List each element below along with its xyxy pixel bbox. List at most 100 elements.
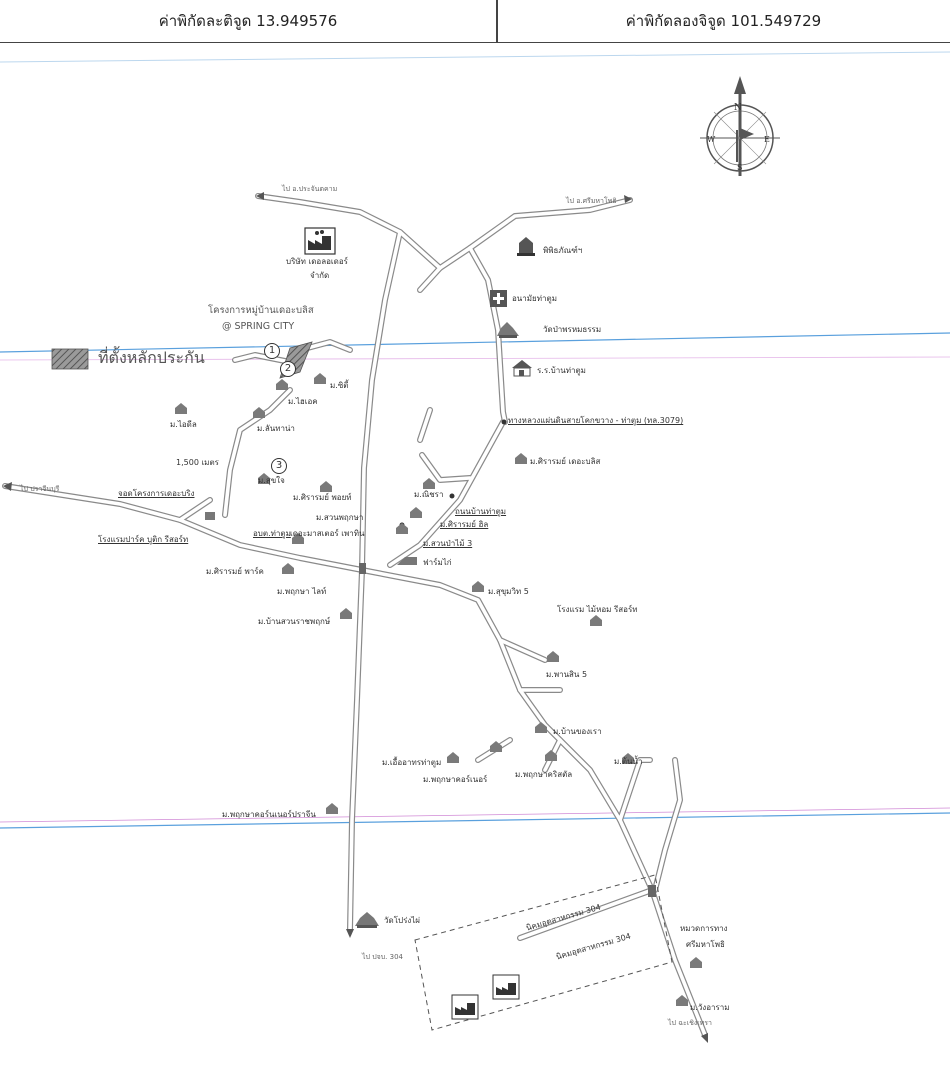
legend-hatch-swatch: [51, 348, 89, 370]
coordinate-header: ค่าพิกัดละติจูด 13.949576 ค่าพิกัดลองจิจ…: [0, 0, 950, 43]
pink-rule-line-2: [0, 807, 950, 823]
latitude-label: ค่าพิกัดละติจูด 13.949576: [158, 12, 338, 30]
label-m-tatum: อบต.ท่าตูม: [253, 529, 291, 538]
label-m-suan: ม.สวนพฤกษา: [316, 513, 364, 522]
label-m-sukhumvit: ม.สุขุมวิท 5: [488, 587, 529, 596]
house-icon: [410, 507, 422, 518]
arrow-w-icon: [3, 482, 12, 491]
house-icon: [175, 403, 187, 414]
label-m-pamsin: ม.พานสิน 5: [546, 670, 588, 679]
house-icon: [545, 750, 557, 761]
intersection-marker: [359, 563, 366, 574]
junction-dot: [449, 493, 455, 499]
house-icon: [515, 453, 527, 464]
label-company-2: จำกัด: [310, 271, 330, 280]
road-label-top-left: ไป อ.ประจันตคาม: [282, 185, 338, 193]
house-icon: [590, 615, 602, 626]
arrow-s-icon: [346, 929, 354, 938]
label-health: อนามัยท่าตูม: [512, 294, 557, 303]
label-m-lanthana: ม.ลันทาน่า: [257, 424, 295, 433]
industrial-estate-boundary: [414, 874, 673, 1031]
marker-3: 3: [271, 458, 287, 474]
label-m-tonnam: ม.ต้นน้ำ: [614, 757, 643, 766]
label-m-ideal: ม.ไอดีล: [170, 420, 197, 429]
house-icon: [253, 407, 265, 418]
house-icon: [258, 473, 270, 484]
farm-icon: [397, 557, 417, 565]
house-icon: [292, 533, 304, 544]
header-divider: [496, 0, 498, 42]
road-label-left: ไป ปราจีนบุรี: [20, 485, 60, 493]
blue-rule-line: [0, 332, 950, 353]
wat-icon: [497, 322, 519, 338]
arrow-se-icon: [701, 1033, 708, 1043]
house-icon: [535, 722, 547, 733]
label-m-sirarom-hill: ม.ศิรารมย์ ฮิล: [440, 520, 489, 529]
faint-blue-rule: [0, 51, 950, 63]
house-icon: [314, 373, 326, 384]
label-m-wangaram: ม.วังอาราม: [690, 1003, 730, 1012]
house-icon: [340, 608, 352, 619]
house-icon: [472, 581, 484, 592]
label-police-2: ศรีมหาโพธิ: [686, 940, 725, 949]
label-road-junction: ถนนบ้านท่าตูม: [455, 507, 507, 516]
house-icon: [622, 753, 634, 764]
house-icon: [282, 563, 294, 574]
house-icon: [676, 995, 688, 1006]
compass-rose-icon: N S E W: [700, 76, 780, 176]
label-m-pruksa-village: ม.พฤกษาคอร์นเนอร์ปราจีน: [222, 810, 316, 819]
label-farm: ฟาร์มไก่: [423, 558, 452, 567]
house-icon: [396, 523, 408, 534]
compass-w: W: [707, 135, 716, 144]
school-icon: [512, 360, 532, 377]
label-m-pruksa-corner: ม.พฤกษาคอร์เนอร์: [423, 775, 488, 784]
label-m-sirarom-boat: ม.ศิรารมย์ พอยท์: [293, 493, 352, 502]
label-m-chara: ม.ณิชรา: [414, 490, 444, 499]
compass-e: E: [764, 135, 770, 144]
label-m-sirarom-park: ม.ศิรารมย์ พาร์ค: [206, 567, 264, 576]
label-school: ร.ร.บ้านท่าตูม: [537, 366, 586, 375]
label-m-city: ม.ซิตี้: [330, 381, 349, 390]
house-icons: [175, 373, 702, 1006]
label-m-siam: ม.ไฮเอค: [288, 397, 318, 406]
label-m-baansuan: ม.บ้านสวนราชพฤกษ์: [258, 617, 331, 626]
label-hotel-park: โรงแรมปาร์ค บูติก รีสอร์ท: [98, 535, 189, 544]
label-wat-prong: วัดโปร่งไผ่: [384, 916, 420, 925]
project-spring-city: @ SPRING CITY: [222, 321, 295, 332]
legend-property-location: ที่ตั้งหลักประกัน: [98, 348, 205, 367]
label-distance: 1,500 เมตร: [176, 458, 219, 467]
intersection-marker-2: [648, 885, 656, 897]
hospital-cross-icon: [490, 290, 507, 307]
label-office: จอดโครงการเดอะบริง: [118, 489, 195, 498]
longitude-label: ค่าพิกัดลองจิจูด 101.549729: [625, 12, 822, 30]
highway-junction-dot: [501, 419, 507, 425]
road-label-top-right: ไป อ.ศรีมหาโพธิ: [566, 197, 617, 205]
compass-s: S: [737, 163, 742, 172]
pink-rule-line: [0, 356, 950, 361]
label-m-sukjai: ม.สุขใจ: [258, 476, 285, 485]
label-hotel-mai: โรงแรม ไม้หอม รีสอร์ท: [557, 605, 638, 614]
compass-n: N: [734, 103, 742, 113]
office-icon: [205, 512, 215, 520]
arrow-ne-icon: [624, 195, 632, 203]
marker-1: 1: [264, 343, 280, 359]
label-m-pruksa-light: ม.พฤกษา ไลท์: [277, 587, 327, 596]
label-m-tatum2: เดอะมาสเตอร์ เพาทิน: [290, 529, 365, 538]
marker-2: 2: [280, 361, 296, 377]
house-icon: [690, 957, 702, 968]
label-highway: ทางหลวงแผ่นดินสายโคกขวาง - ท่าตูม (ทล.30…: [508, 416, 684, 425]
label-m-baanthongra: ม.บ้านของเรา: [553, 727, 602, 736]
label-police: หมวดการทาง: [680, 924, 728, 933]
wat-prong-icon: [355, 912, 379, 928]
factory-icon-2: [451, 994, 479, 1020]
road-label-bottom: ไป ปจบ. 304: [362, 953, 403, 961]
house-icon: [326, 803, 338, 814]
house-icon: [423, 478, 435, 489]
label-wat-pa: วัดป่าพรหมธรรม: [543, 325, 602, 334]
label-m-suanmai: ม.สวนป่าไม้ 3: [423, 539, 473, 548]
label-museum: พิพิธภัณฑ์ฯ: [543, 246, 583, 255]
house-icon: [447, 752, 459, 763]
label-m-sirarom-bliss: ม.ศิรารมย์ เดอะบลิส: [530, 457, 601, 466]
house-icon: [547, 651, 559, 662]
